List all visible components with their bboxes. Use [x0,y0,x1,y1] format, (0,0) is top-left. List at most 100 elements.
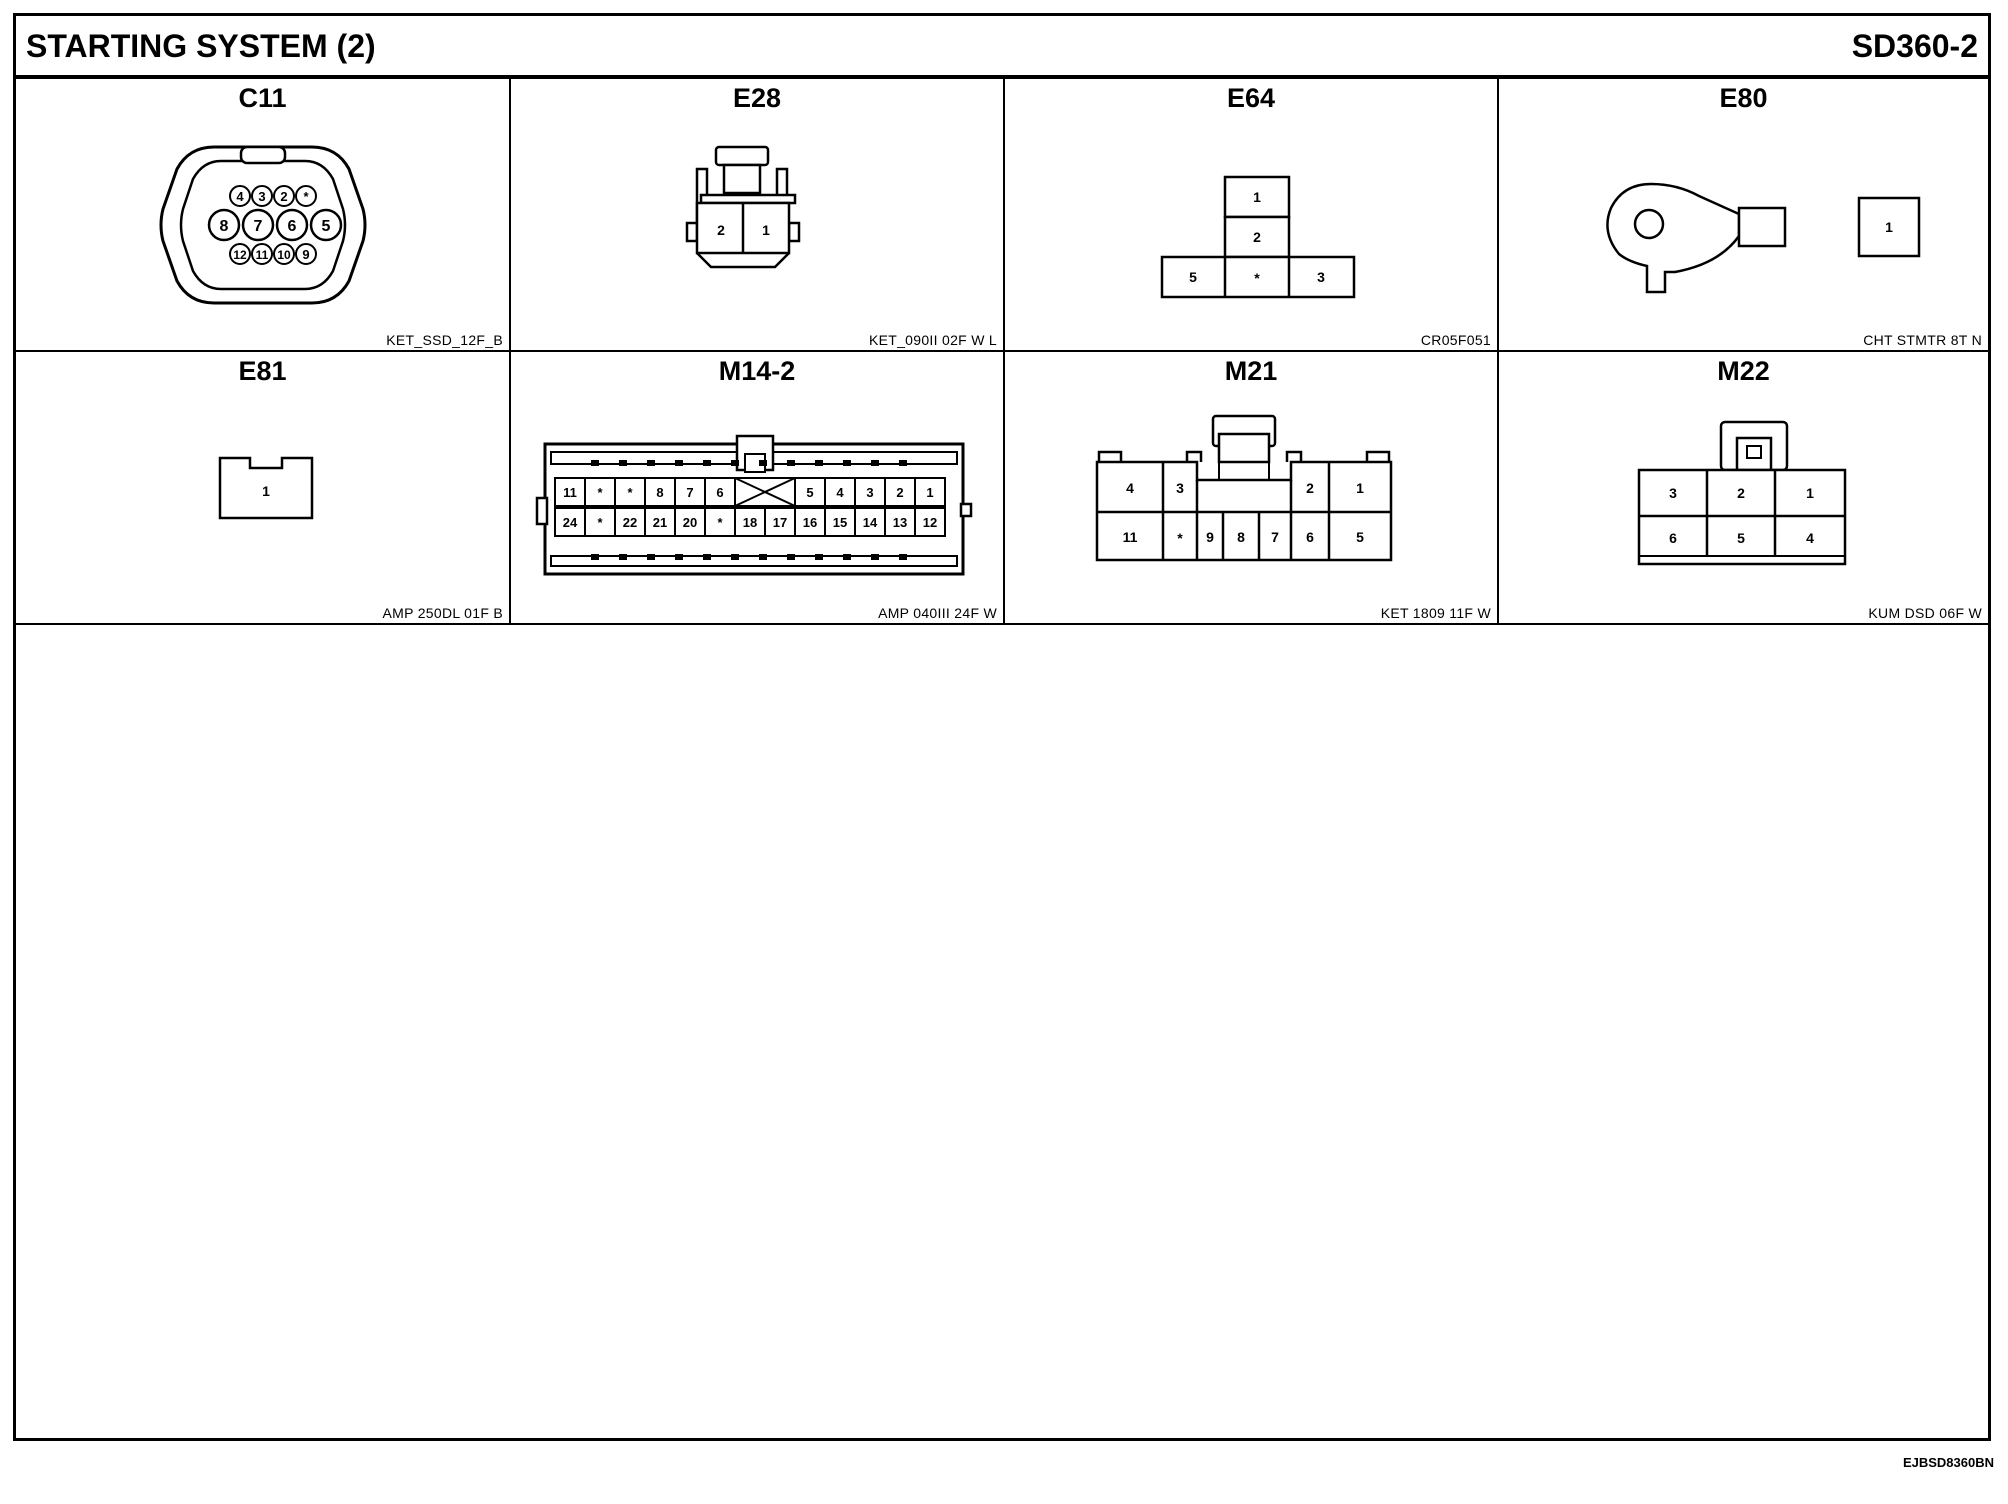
e28-pin: 1 [762,222,770,238]
connector-part-number: AMP 040III 24F W [878,605,997,621]
m14-2-rail-tick [703,554,711,560]
m14-2-rail-tick [591,460,599,466]
m14-2-pin: * [627,485,633,500]
connector-id: C11 [238,83,287,113]
e80-pin: 1 [1885,219,1893,235]
m14-2-rail-tick [647,460,655,466]
m14-2-rail-tick [871,554,879,560]
e64-pin: 3 [1317,269,1325,285]
m14-2-rail-tick [647,554,655,560]
connector-m21-drawing: 4 3 2 1 11 * 9 8 7 6 5 [1095,414,1393,562]
connector-c11-drawing: 4 3 2 * 8 7 6 5 [159,145,367,305]
m14-2-pin: 7 [686,485,693,500]
m22-pin: 1 [1806,485,1814,501]
c11-pins-row3: 12 11 10 9 [229,243,317,265]
connector-part-number: CR05F051 [1420,332,1491,348]
m22-pin: 3 [1669,485,1677,501]
e81-pin: 1 [262,483,270,499]
m14-2-rail-tick [731,554,739,560]
m14-2-pin: * [597,515,603,530]
m14-2-pin: 20 [683,515,697,530]
connector-cell-e81: E81 1 AMP 250DL 01F B [16,352,511,625]
m14-2-rail-tick [899,554,907,560]
connector-part-number: AMP 250DL 01F B [382,605,503,621]
connector-e28-drawing: 2 1 [685,145,801,269]
connector-cell-e80: E80 1 CHT STMTR 8T N [1499,79,1988,352]
connector-id: E80 [1719,83,1768,113]
e64-pin: 5 [1189,269,1197,285]
m14-2-pin-cell [824,477,856,507]
c11-pin: 12 [233,248,247,262]
m14-2-pin: 17 [773,515,787,530]
m14-2-pin: 5 [806,485,813,500]
connector-cell-m22: M22 3 2 1 6 5 4 KUM DSD 06F W [1499,352,1988,625]
m14-2-pin-cell [644,477,676,507]
connector-id: E81 [238,356,287,386]
sheet-header: STARTING SYSTEM (2) SD360-2 [16,16,1988,79]
m14-2-pin-cell [584,477,616,507]
m21-pin: 3 [1176,480,1184,496]
connector-m22-drawing: 3 2 1 6 5 4 [1637,420,1847,566]
c11-pin: 5 [322,218,331,235]
m14-2-pin-cell [614,507,646,537]
m14-2-pin: * [717,515,723,530]
m14-2-pin: 1 [926,485,933,500]
m21-pin: 6 [1306,529,1314,545]
m14-2-rail-tick [675,460,683,466]
m14-2-pin-cell [764,507,796,537]
connector-cell-m21: M21 4 3 2 1 [1005,352,1499,625]
m14-2-pin: 8 [656,485,663,500]
m14-2-rail-tick [815,460,823,466]
m14-2-pin: 11 [563,485,577,500]
connector-cell-c11: C11 4 3 2 * [16,79,511,352]
m14-2-pin: 21 [653,515,667,530]
m14-2-pin: 2 [896,485,903,500]
m14-2-rail-tick [843,554,851,560]
sheet-title: STARTING SYSTEM (2) [26,28,376,64]
m14-2-pin-cell [584,507,616,537]
m14-2-pin: 22 [623,515,637,530]
c11-pin: 8 [220,218,229,235]
c11-pin: 10 [277,248,291,262]
c11-pin: 2 [280,189,287,204]
connector-part-number: KET_090II 02F W L [868,332,997,348]
c11-pin: 6 [288,218,297,235]
m14-2-rail-tick [675,554,683,560]
connector-id: E28 [732,83,782,113]
connector-grid: C11 4 3 2 * [16,79,1988,625]
m21-pin: 2 [1306,480,1314,496]
connector-part-number: KET 1809 11F W [1380,605,1491,621]
c11-pin: * [303,189,309,204]
m21-pin: 7 [1271,529,1279,545]
connector-id: M22 [1717,356,1770,386]
m14-2-rail-tick [619,554,627,560]
connector-cell-e64: E64 1 2 5 * 3 CR05F051 [1005,79,1499,352]
connector-part-number: CHT STMTR 8T N [1863,332,1982,348]
connector-part-number: KET_SSD_12F_B [386,332,503,348]
c11-pins-row2: 8 7 6 5 [207,208,343,242]
m14-2-pin: 14 [863,515,878,530]
c11-pin: 3 [258,189,265,204]
connector-part-number: KUM DSD 06F W [1868,605,1982,621]
m14-2-pin: 16 [803,515,817,530]
m14-2-pin-cell [794,507,826,537]
m14-2-rail-tick [591,554,599,560]
connector-e64-drawing: 1 2 5 * 3 [1160,175,1356,299]
connector-e81-drawing: 1 [218,456,314,520]
sheet-code: SD360-2 [1851,28,1978,64]
m14-2-pin: 13 [893,515,907,530]
m14-2-pin-cell [914,507,946,537]
m14-2-rail-tick [759,554,767,560]
m14-2-pin: 12 [923,515,937,530]
m14-2-rail-tick [787,460,795,466]
m14-2-rail-tick [619,460,627,466]
c11-pins-row1: 4 3 2 * [229,185,317,207]
m14-2-pin: 15 [833,515,847,530]
m14-2-pin-cell [884,507,916,537]
m14-2-pin-cell [854,507,886,537]
m14-2-blank-cross [734,477,796,507]
c11-pin: 11 [256,248,269,262]
connector-e80-drawing: 1 [1606,182,1921,294]
